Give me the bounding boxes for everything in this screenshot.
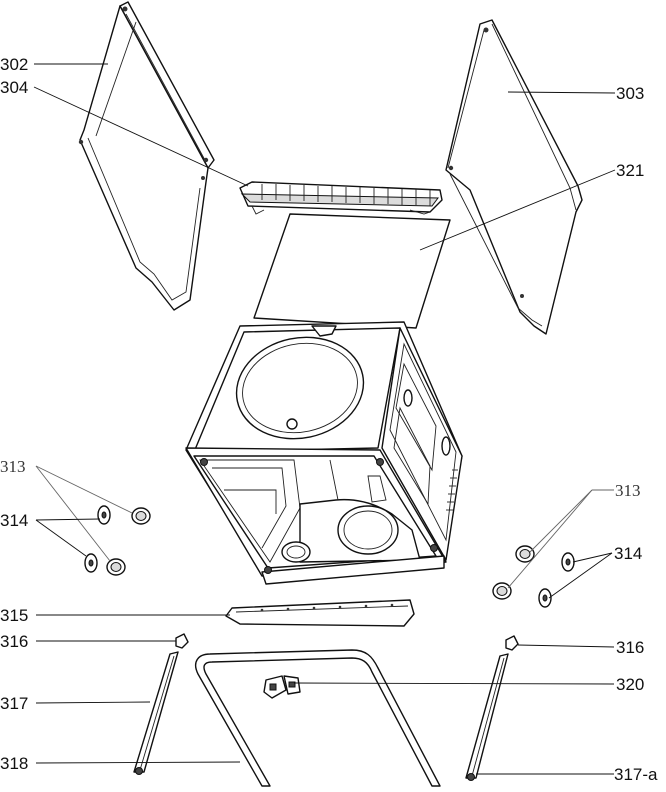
label-314-right: 314: [614, 544, 642, 563]
cap-314-left-icon: [84, 505, 111, 573]
hinge-cap-316-left-icon: [175, 633, 189, 649]
label-321: 321: [616, 161, 644, 180]
label-316-right: 316: [616, 638, 644, 657]
label-315: 315: [0, 606, 28, 625]
foot-313-right-icon: [492, 545, 535, 600]
label-313-left: 313: [0, 457, 26, 476]
bar-315-icon: [225, 599, 415, 627]
hinge-cap-316-right-icon: [505, 635, 519, 651]
bracket-320-icon: [263, 675, 301, 699]
label-316-left: 316: [0, 632, 28, 651]
label-320: 320: [616, 675, 644, 694]
label-318: 318: [0, 754, 28, 773]
strip-317a-icon: [465, 653, 509, 781]
side-panel-303-icon: [445, 19, 583, 335]
side-panel-302-icon: [78, 1, 215, 311]
strip-317-icon: [133, 651, 179, 775]
foot-313-left-icon: [106, 507, 151, 576]
label-317a: 317-a: [614, 765, 658, 784]
gasket-318-icon: [194, 649, 441, 787]
rail-304-icon: [239, 181, 443, 215]
label-317: 317: [0, 694, 28, 713]
label-313-right: 313: [615, 481, 641, 500]
label-304: 304: [0, 78, 28, 97]
plate-321-icon: [253, 213, 451, 329]
label-302: 302: [0, 55, 28, 74]
tub-body-icon: [185, 321, 463, 585]
label-314-left: 314: [0, 511, 28, 530]
label-303: 303: [616, 84, 644, 103]
cap-314-right-icon: [538, 552, 575, 608]
leader-lines: [33, 63, 616, 775]
